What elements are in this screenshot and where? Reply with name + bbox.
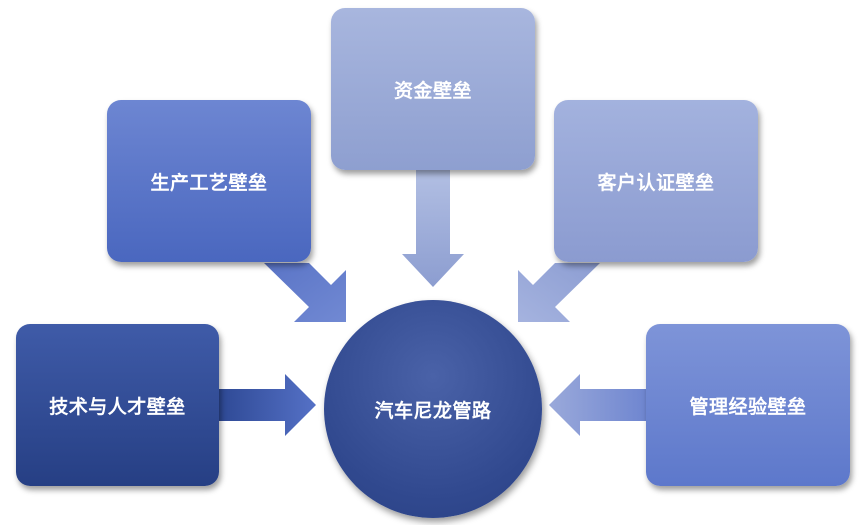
management-barrier-box: 管理经验壁垒 (646, 324, 850, 486)
funds-barrier-box: 资金壁垒 (331, 8, 535, 170)
arrow-tech (219, 374, 316, 436)
arrow-management (549, 374, 646, 436)
tech-talent-barrier-box: 技术与人才壁垒 (16, 324, 219, 486)
management-barrier-label: 管理经验壁垒 (689, 395, 807, 418)
tech-talent-barrier-label: 技术与人才壁垒 (49, 395, 186, 418)
arrow-production (264, 263, 346, 322)
funds-barrier-label: 资金壁垒 (393, 79, 472, 102)
customer-barrier-label: 客户认证壁垒 (597, 171, 715, 194)
center-node-label: 汽车尼龙管路 (374, 399, 492, 422)
arrow-customer (518, 263, 600, 322)
arrow-funds (402, 170, 464, 287)
center-node: 汽车尼龙管路 (324, 300, 542, 518)
production-barrier-label: 生产工艺壁垒 (150, 171, 268, 194)
customer-barrier-box: 客户认证壁垒 (554, 100, 758, 262)
production-barrier-box: 生产工艺壁垒 (107, 100, 311, 262)
